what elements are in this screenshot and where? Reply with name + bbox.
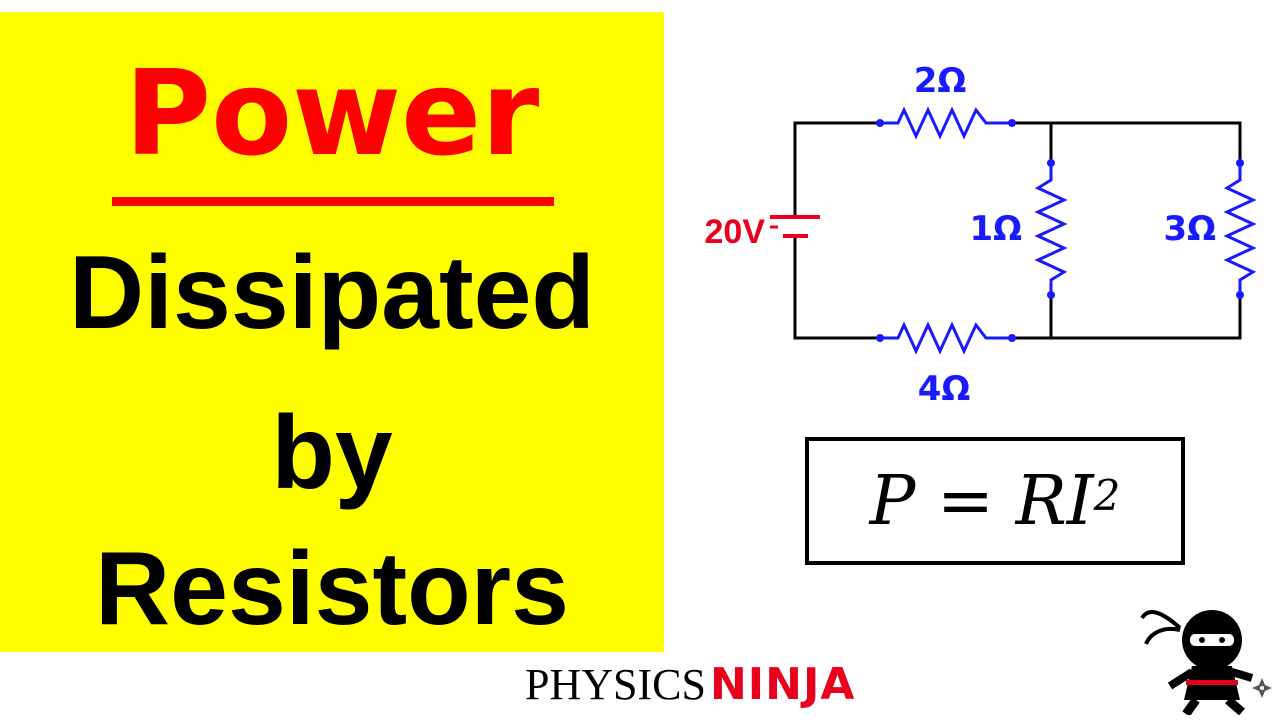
brand-physics-text: PHYSICS — [525, 660, 706, 709]
resistor-top — [876, 106, 1016, 140]
resistor-right-label: 3Ω — [1163, 209, 1216, 249]
title-panel: Power Dissipated by Resistors — [0, 12, 664, 652]
source-voltage-label: 20V — [705, 213, 766, 251]
resistor-bottom — [876, 321, 1016, 355]
title-word-dissipated: Dissipated — [69, 235, 595, 351]
title-word-resistors: Resistors — [95, 531, 569, 647]
physics-ninja-logo: PHYSICSNINJA — [525, 660, 855, 710]
power-formula: P = RI — [869, 461, 1094, 541]
title-word-by: by — [271, 395, 393, 511]
circuit-diagram: 20V 2Ω 4Ω 1Ω 3Ω — [705, 61, 1257, 409]
power-formula-exponent: 2 — [1093, 470, 1121, 520]
ninja-mascot-icon — [1140, 610, 1272, 715]
title-underline — [112, 197, 554, 206]
resistor-right — [1223, 159, 1257, 299]
title-word-power: Power — [124, 44, 540, 182]
resistor-bottom-label: 4Ω — [918, 369, 971, 409]
battery-symbol — [770, 215, 820, 238]
resistor-top-label: 2Ω — [914, 61, 967, 101]
resistor-middle-label: 1Ω — [969, 209, 1022, 249]
brand-ninja-text: NINJA — [709, 659, 856, 710]
resistor-middle — [1034, 159, 1068, 299]
circuit-wires — [793, 121, 1242, 340]
